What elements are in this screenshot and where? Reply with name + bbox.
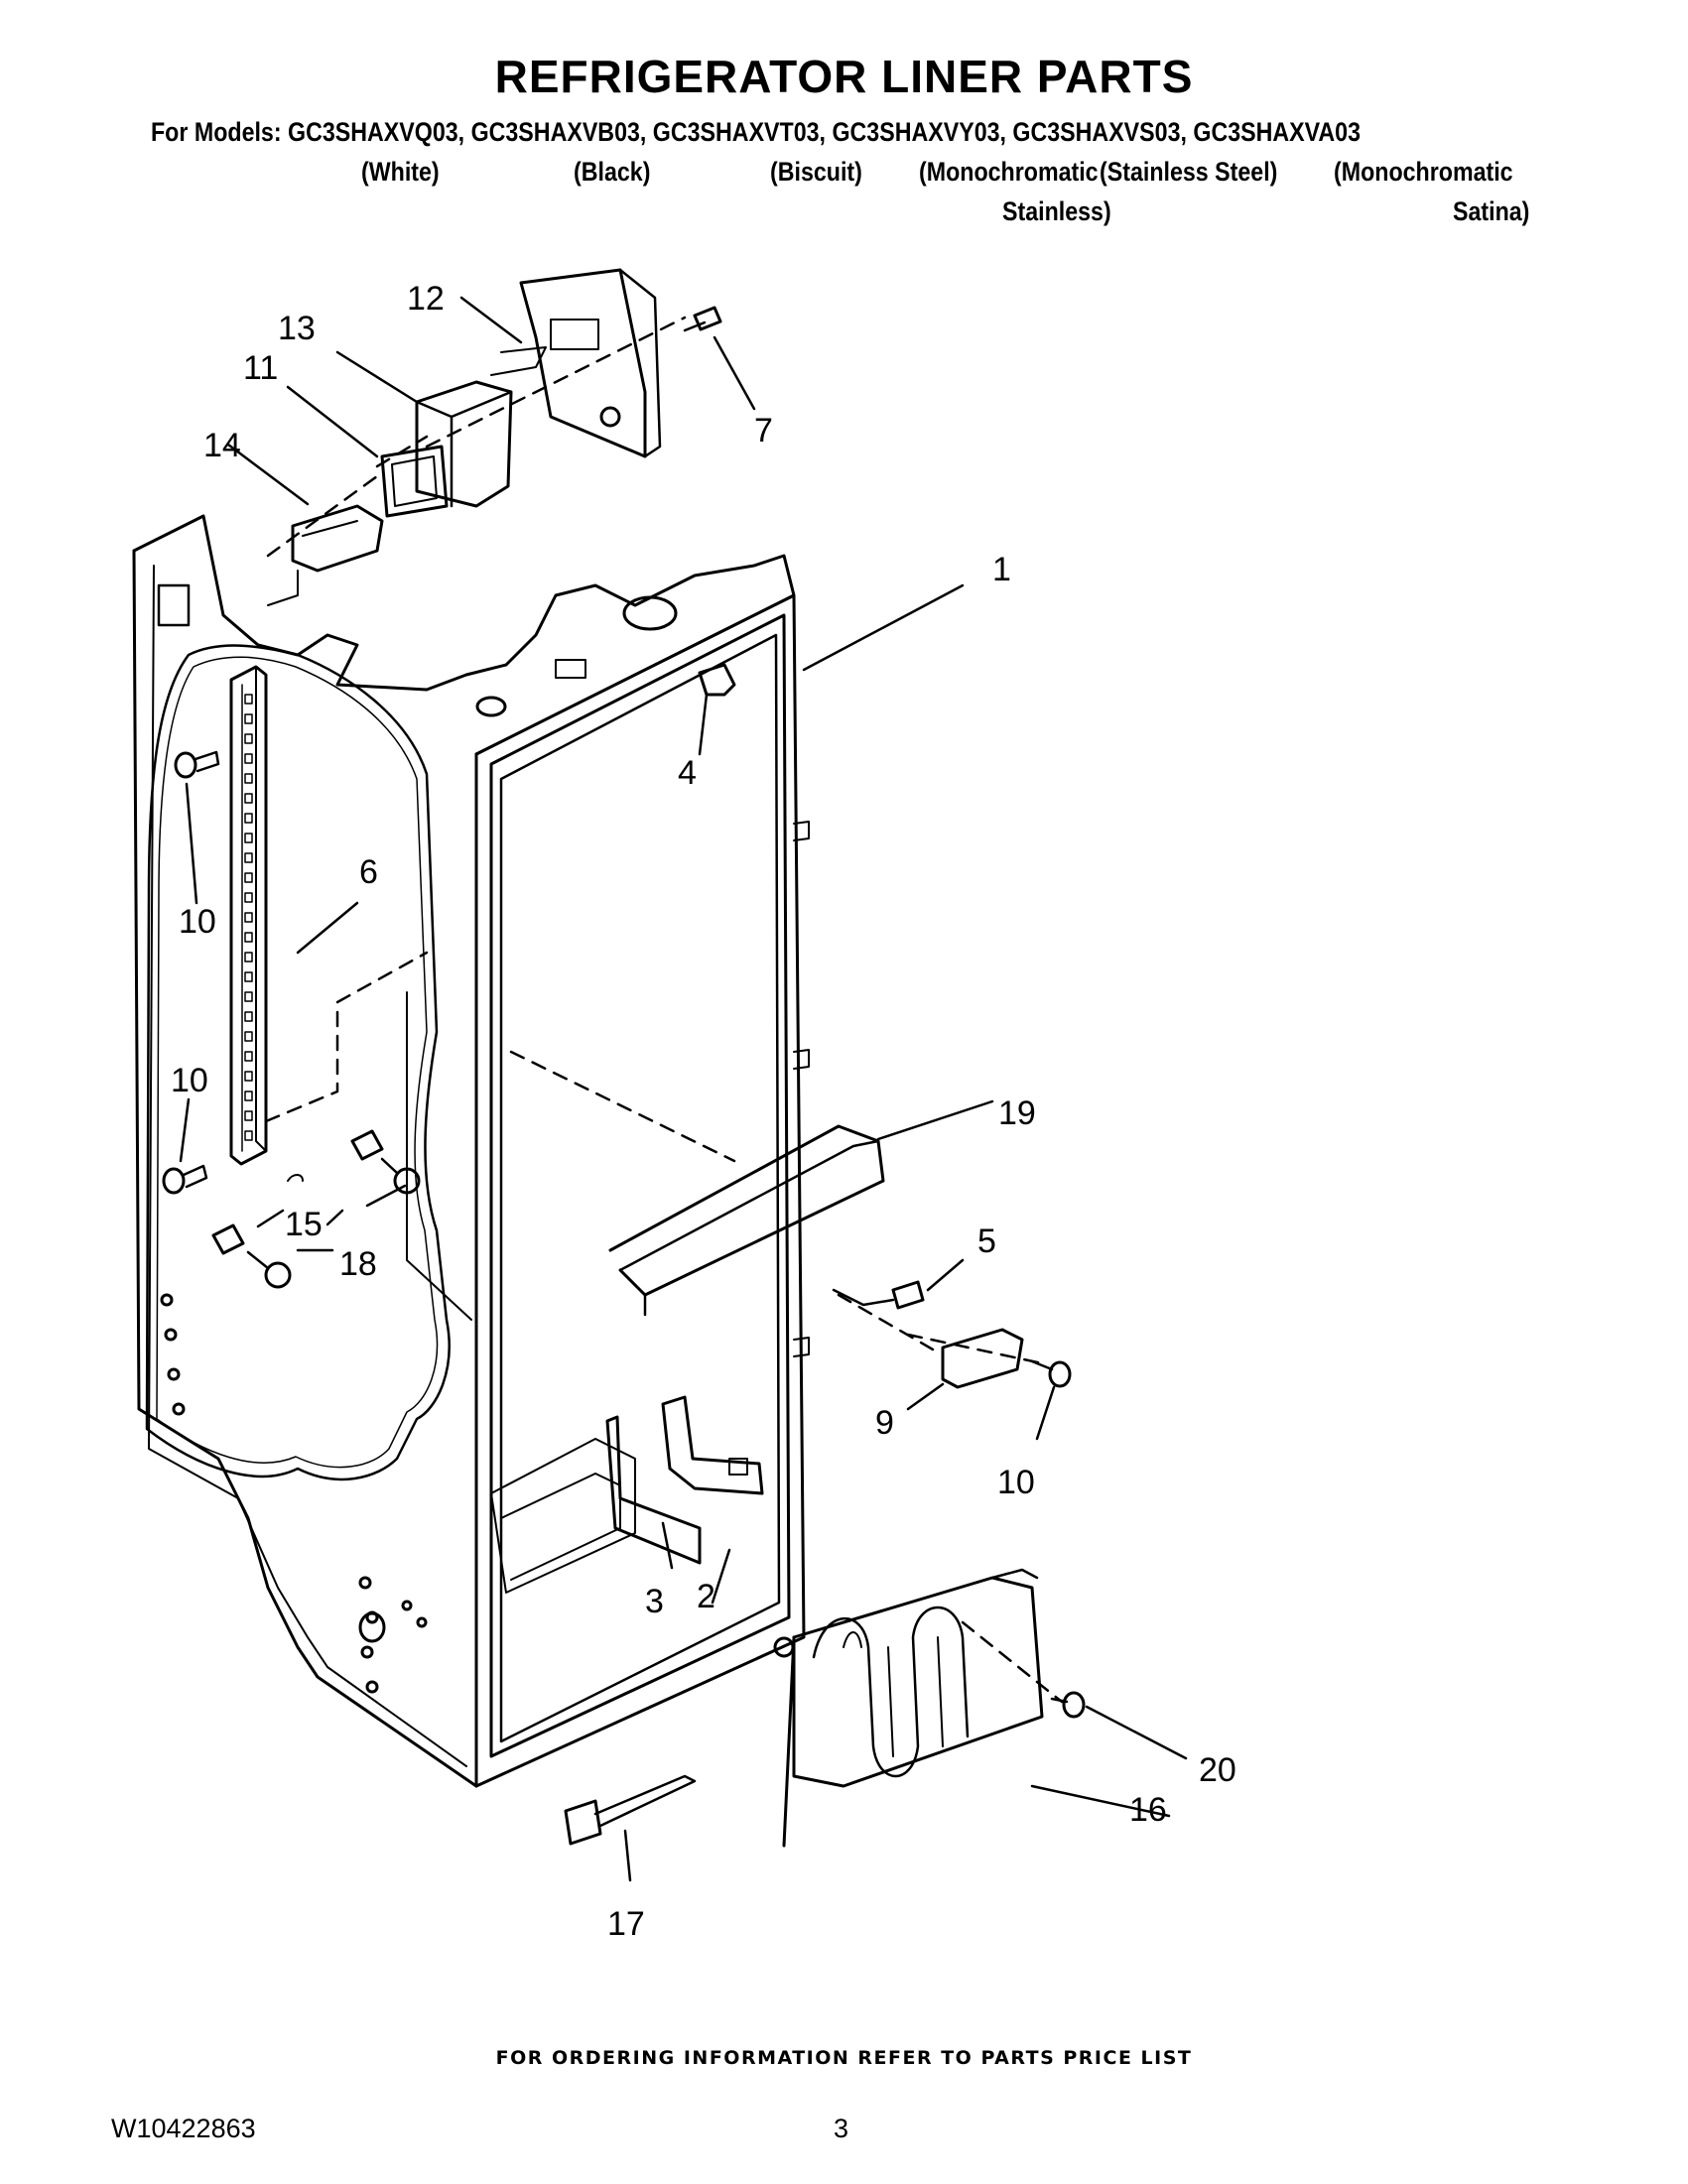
callout-10-right: 10	[997, 1464, 1035, 1501]
heater-plate-part-19	[608, 1124, 885, 1317]
light-bulb-part-18	[246, 1157, 421, 1289]
variant-monochromatic-satina-line2: Satina)	[1453, 196, 1530, 226]
ordering-note: FOR ORDERING INFORMATION REFER TO PARTS …	[495, 2047, 1193, 2069]
gasket-part-11	[380, 445, 449, 518]
callout-14: 14	[203, 427, 241, 464]
screw-part-10-lower	[162, 1164, 208, 1195]
callout-11: 11	[243, 349, 278, 387]
callout-6: 6	[359, 853, 378, 891]
callout-20: 20	[1199, 1751, 1236, 1789]
callout-2: 2	[697, 1578, 715, 1615]
callout-3: 3	[645, 1583, 664, 1620]
harness-part-5	[832, 1280, 925, 1310]
screw-part-10-right	[1030, 1359, 1072, 1388]
callout-7: 7	[754, 412, 773, 450]
variant-stainless-steel: (Stainless Steel)	[1100, 157, 1278, 187]
page-title: REFRIGERATOR LINER PARTS	[494, 51, 1194, 102]
housing-part-13	[415, 380, 513, 508]
callout-9: 9	[875, 1404, 894, 1442]
bracket-part-3	[605, 1415, 702, 1565]
liner-cabinet	[132, 514, 810, 1788]
variant-monochromatic-satina-line1: (Monochromatic	[1334, 157, 1513, 187]
callout-5: 5	[977, 1222, 996, 1260]
callout-19: 19	[998, 1094, 1036, 1132]
dashed-assembly-lines	[264, 316, 1064, 1704]
callout-labels: 1 2 3 4 5 6 7 9 10 10 10 11 12 13 14 15 …	[171, 280, 1236, 1943]
shelf-ladder-part-6	[229, 665, 268, 1166]
callout-1: 1	[992, 551, 1011, 588]
callout-12: 12	[407, 280, 445, 318]
clip-part-4	[698, 663, 736, 697]
control-part-14	[267, 504, 384, 606]
variant-biscuit: (Biscuit)	[770, 157, 862, 187]
ladder-slots	[244, 694, 253, 1141]
callout-18: 18	[339, 1245, 377, 1283]
leader-lines	[179, 296, 1188, 1882]
screw-part-20	[1050, 1691, 1086, 1719]
callout-15: 15	[285, 1206, 323, 1243]
callout-13: 13	[278, 310, 316, 347]
variant-monochromatic-stainless-line1: (Monochromatic	[919, 157, 1099, 187]
page-number: 3	[834, 2114, 849, 2143]
variant-white: (White)	[361, 157, 440, 187]
cable-tie-part-17	[564, 1774, 697, 1846]
models-line: For Models: GC3SHAXVQ03, GC3SHAXVB03, GC…	[151, 117, 1362, 147]
variant-black: (Black)	[574, 157, 651, 187]
callout-4: 4	[678, 754, 697, 792]
light-socket-part-15	[211, 1129, 384, 1255]
evaporator-coil-part-16	[773, 1568, 1044, 1848]
callout-10-lower: 10	[171, 1062, 208, 1099]
callout-17: 17	[607, 1905, 645, 1943]
document-id: W10422863	[111, 2114, 256, 2143]
cover-part-12	[490, 268, 662, 458]
callout-16: 16	[1129, 1791, 1167, 1829]
switch-part-9	[941, 1328, 1024, 1389]
variant-monochromatic-stainless-line2: Stainless)	[1002, 196, 1111, 226]
callout-10-upper: 10	[179, 903, 216, 941]
bracket-part-2	[661, 1395, 764, 1495]
screw-part-7	[683, 306, 722, 332]
exploded-parts-drawing: 1 2 3 4 5 6 7 9 10 10 10 11 12 13 14 15 …	[132, 268, 1236, 1943]
screw-part-10-upper	[174, 750, 220, 779]
